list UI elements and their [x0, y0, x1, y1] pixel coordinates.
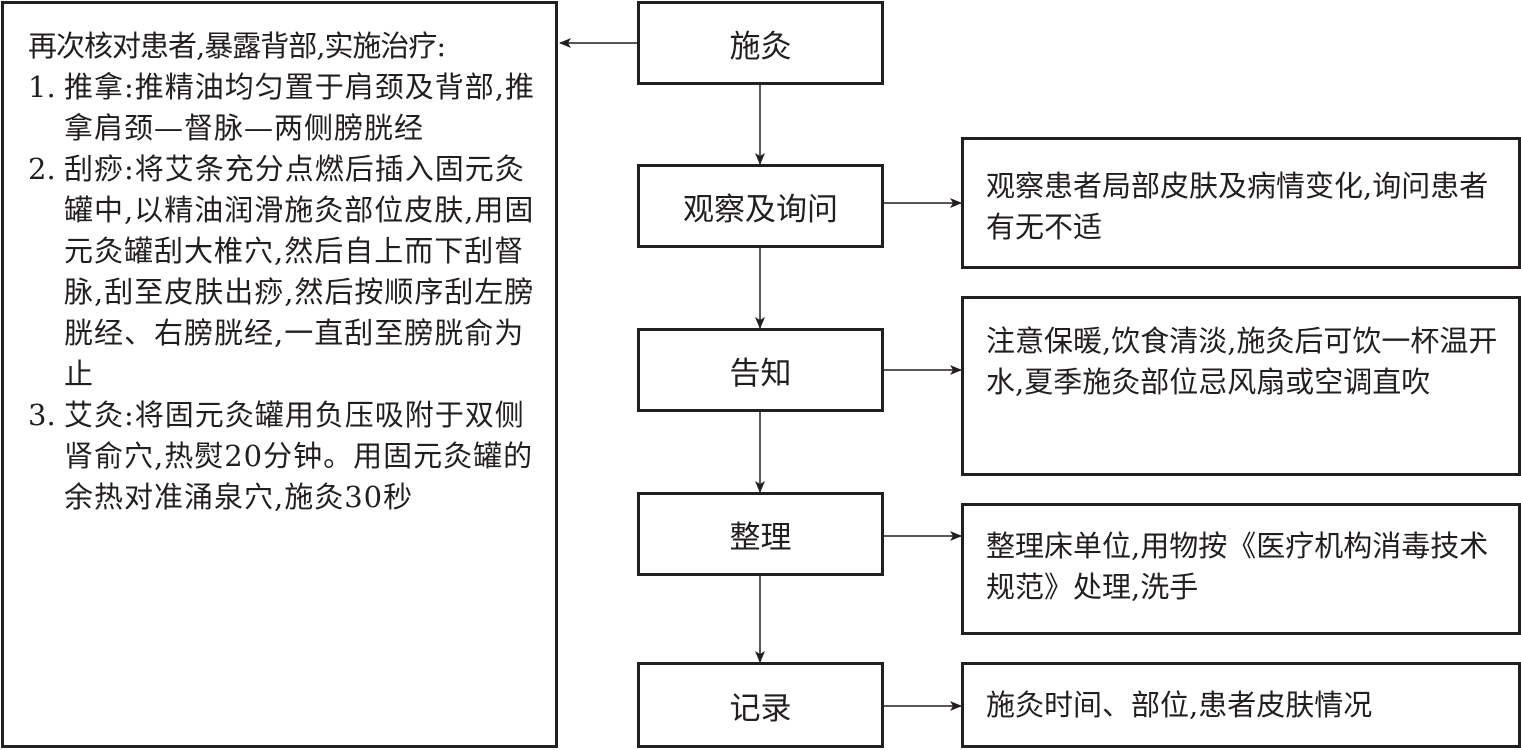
step-inform: 告知	[637, 328, 884, 412]
treatment-intro: 再次核对患者,暴露背部,实施治疗:	[28, 29, 446, 63]
step-tidy-up: 整理	[637, 492, 884, 576]
step-label: 观察及询问	[683, 191, 838, 228]
note-inform: 注意保暖,饮食清淡,施灸后可饮一杯温开水,夏季施灸部位忌风扇或空调直吹	[961, 296, 1521, 476]
step-record: 记录	[637, 662, 884, 748]
treatment-item-moxibustion: 3. 艾灸:将固元灸罐用负压吸附于双侧肾俞穴,热熨20分钟。用固元灸罐的余热对准…	[28, 395, 537, 518]
step-label: 记录	[729, 690, 792, 727]
item-number: 2.	[28, 152, 56, 186]
item-number: 1.	[28, 70, 56, 104]
item-text: 刮痧:将艾条充分点燃后插入固元灸罐中,以精油润滑施灸部位皮肤,用固元灸罐刮大椎穴…	[64, 152, 535, 391]
item-text: 推拿:推精油均匀置于肩颈及背部,推拿肩颈—督脉—两侧膀胱经	[64, 70, 535, 145]
item-number: 3.	[28, 398, 56, 432]
step-observe-inquire: 观察及询问	[637, 164, 884, 248]
step-label: 告知	[729, 355, 792, 392]
note-text: 施灸时间、部位,患者皮肤情况	[986, 688, 1373, 722]
note-record: 施灸时间、部位,患者皮肤情况	[961, 662, 1521, 748]
treatment-item-scraping: 2. 刮痧:将艾条充分点燃后插入固元灸罐中,以精油润滑施灸部位皮肤,用固元灸罐刮…	[28, 149, 537, 395]
treatment-details-panel: 再次核对患者,暴露背部,实施治疗: 1. 推拿:推精油均匀置于肩颈及背部,推拿肩…	[1, 1, 558, 748]
note-text: 整理床单位,用物按《医疗机构消毒技术规范》处理,洗手	[986, 529, 1489, 604]
step-label: 施灸	[729, 28, 792, 65]
note-observe-inquire: 观察患者局部皮肤及病情变化,询问患者有无不适	[961, 137, 1521, 269]
step-moxibustion: 施灸	[637, 1, 884, 85]
note-tidy-up: 整理床单位,用物按《医疗机构消毒技术规范》处理,洗手	[961, 503, 1521, 635]
item-text: 艾灸:将固元灸罐用负压吸附于双侧肾俞穴,热熨20分钟。用固元灸罐的余热对准涌泉穴…	[64, 398, 534, 514]
note-text: 注意保暖,饮食清淡,施灸后可饮一杯温开水,夏季施灸部位忌风扇或空调直吹	[986, 324, 1498, 399]
treatment-item-massage: 1. 推拿:推精油均匀置于肩颈及背部,推拿肩颈—督脉—两侧膀胱经	[28, 67, 537, 149]
note-text: 观察患者局部皮肤及病情变化,询问患者有无不适	[986, 169, 1489, 244]
step-label: 整理	[729, 519, 792, 556]
